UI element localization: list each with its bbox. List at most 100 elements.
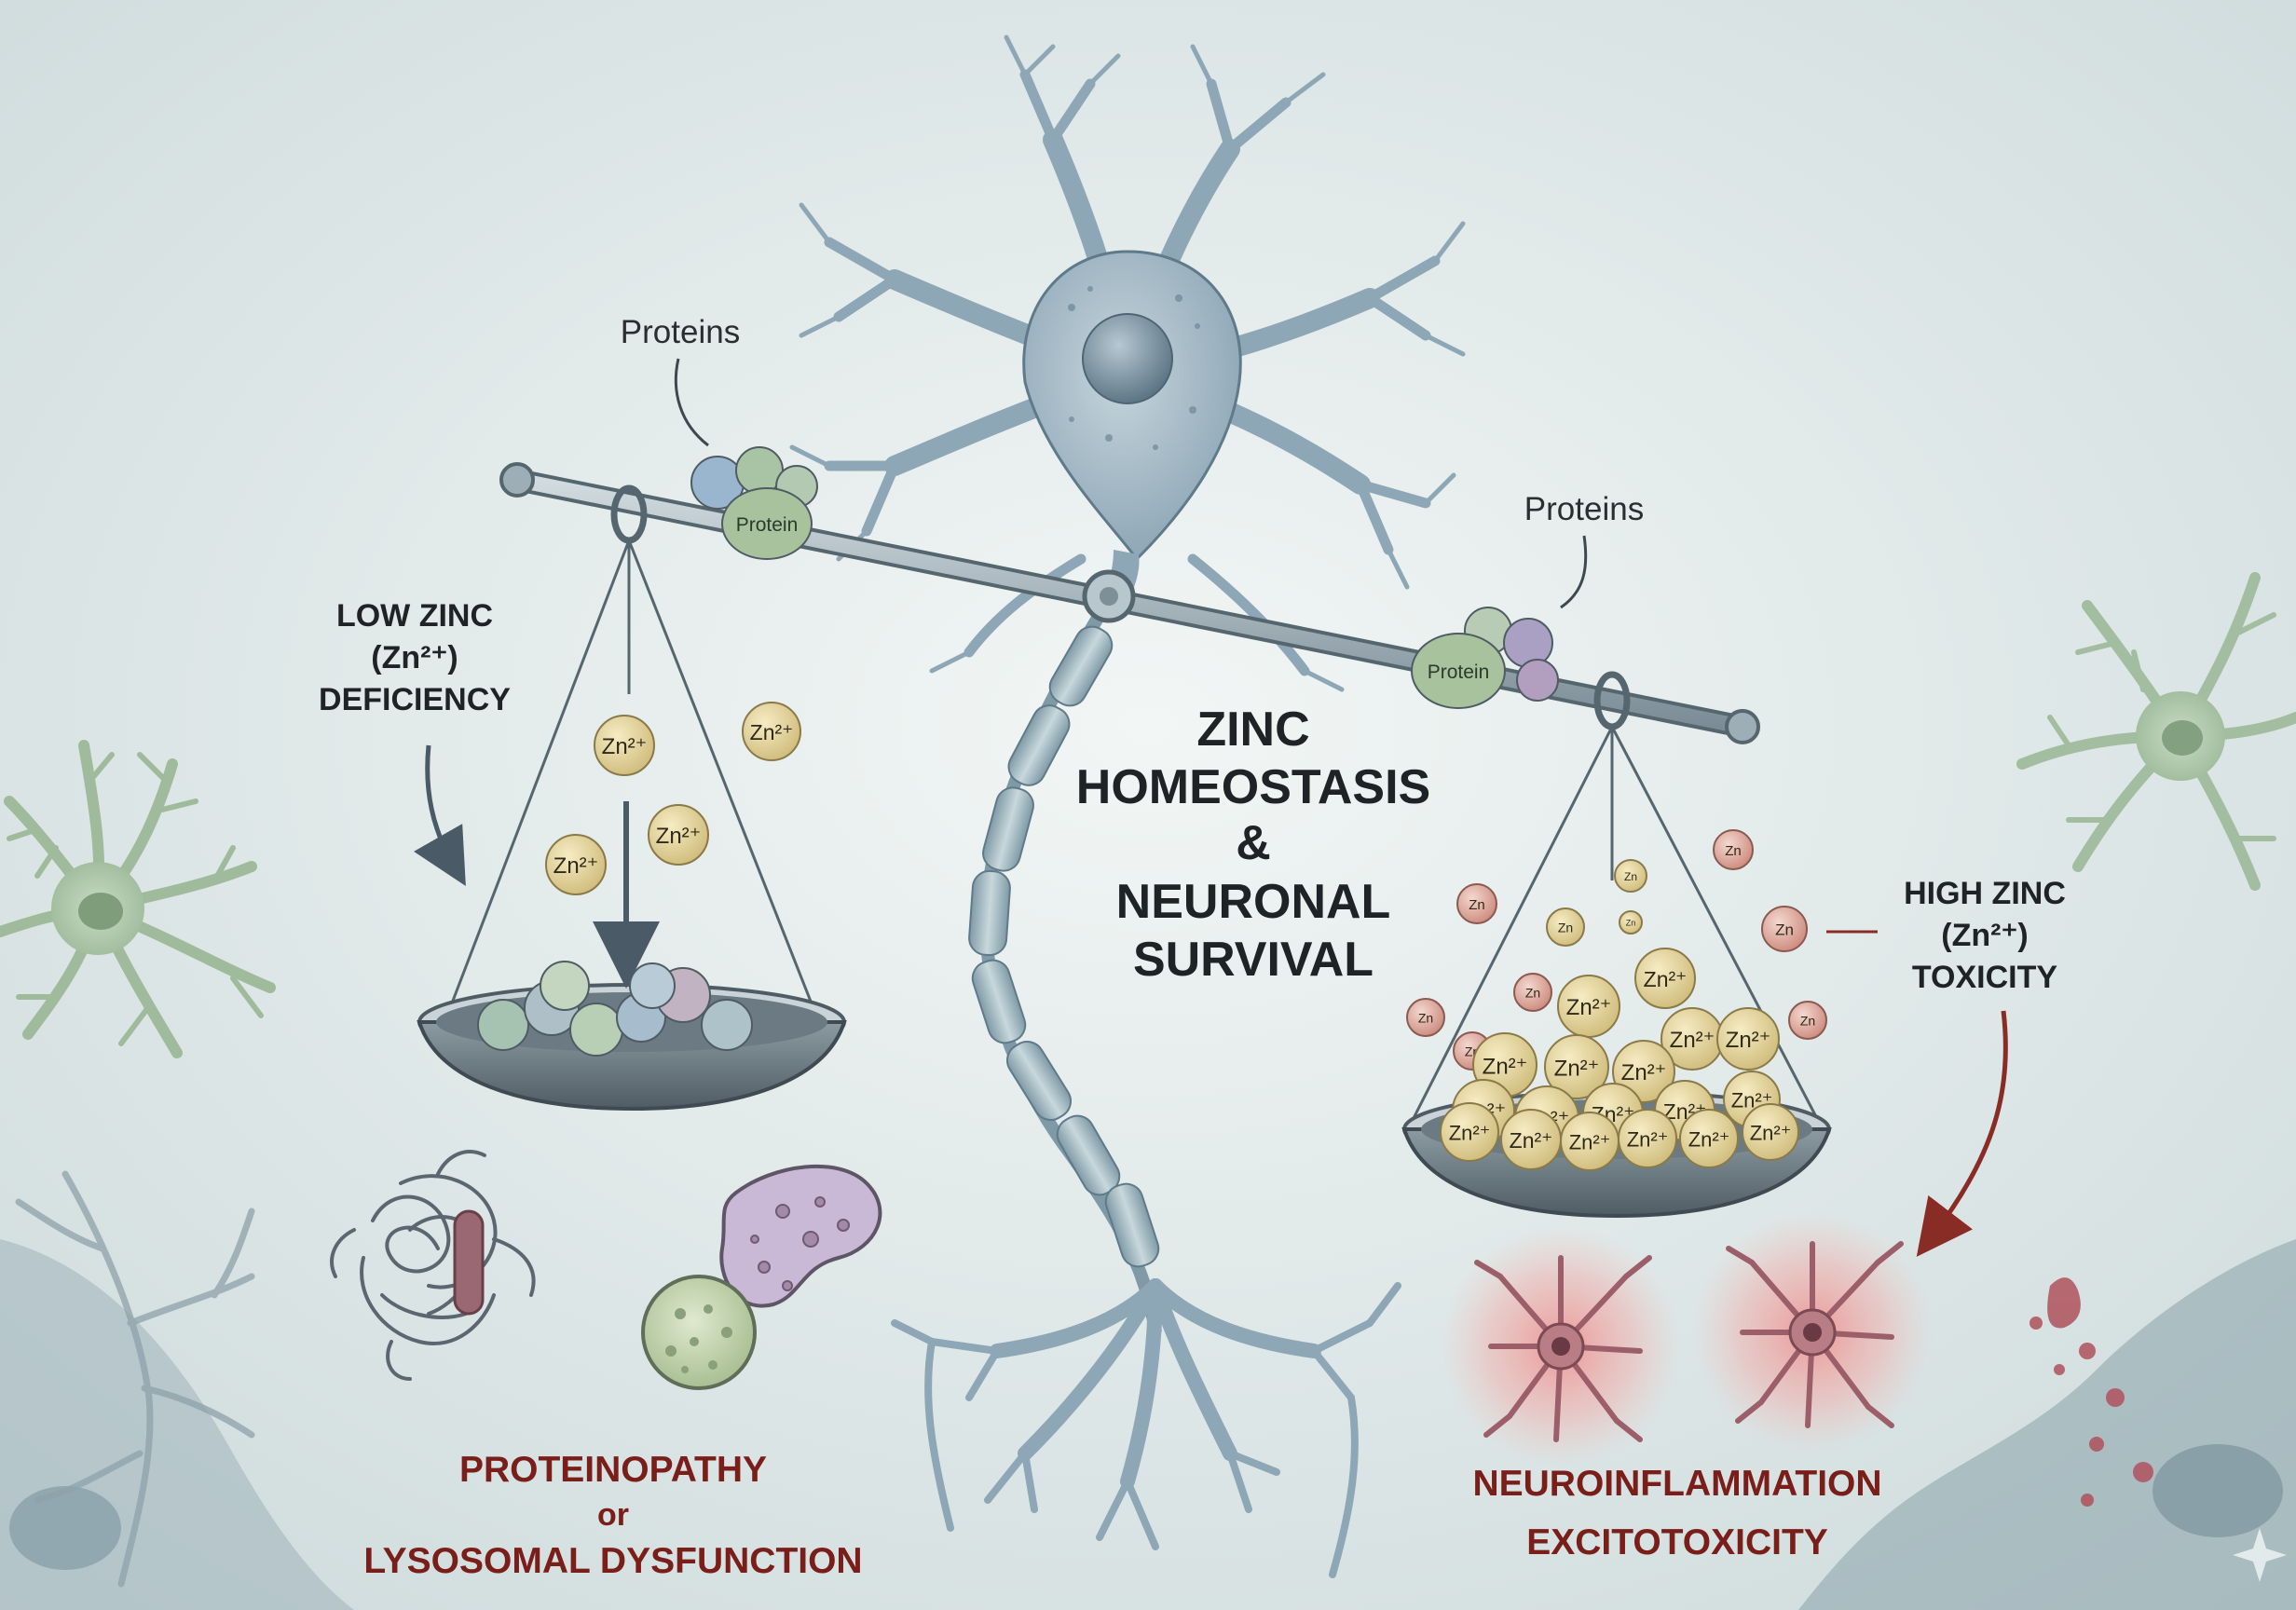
zinc-ion: Zn²⁺ [1440, 1102, 1499, 1162]
zinc-ion: Zn²⁺ [1500, 1109, 1562, 1170]
protein-balls-left [477, 961, 753, 1057]
zinc-ion: Zn²⁺ [648, 804, 709, 866]
zinc-ion: Zn²⁺ [1742, 1103, 1799, 1161]
outcome-left-line2: or [597, 1497, 629, 1533]
neuroinflammation-outcome: NEUROINFLAMMATION EXCITOTOXICITY [1472, 1464, 1881, 1562]
zinc-ion-label: Zn [1558, 921, 1573, 935]
zinc-ion: Zn [1546, 907, 1585, 947]
zinc-ion-label: Zn [1775, 921, 1794, 939]
zinc-ion: Zn²⁺ [545, 834, 607, 895]
zinc-ion-label: Zn²⁺ [1569, 1131, 1611, 1154]
zinc-ion-label: Zn²⁺ [1670, 1028, 1715, 1053]
low-zinc-heading: LOW ZINC (Zn²⁺) DEFICIENCY [319, 598, 511, 717]
soma-organelles [1068, 286, 1200, 450]
zinc-ion: Zn²⁺ [1557, 975, 1620, 1038]
blood-droplets [2030, 1277, 2153, 1507]
zinc-ion: Zn [1456, 883, 1497, 924]
zinc-ion: Zn²⁺ [1716, 1007, 1780, 1071]
pan-chains-right [1407, 726, 1824, 1128]
central-neuron [789, 34, 1466, 1578]
protein-aggregate [330, 1150, 536, 1381]
zinc-ion-label: Zn [1725, 843, 1742, 859]
zinc-ion-label: Zn [1525, 986, 1540, 1001]
zinc-ion-label: Zn²⁺ [1483, 1055, 1528, 1080]
tissue-left-cell [9, 1486, 121, 1570]
zinc-ions-pile-right: Zn²⁺ Zn²⁺ Zn²⁺ Zn²⁺ Zn²⁺ Zn²⁺ Zn²⁺ Zn²⁺ Zn²⁺ Zn²⁺… [1440, 948, 1799, 1171]
pan-chains-left [444, 539, 820, 1021]
zinc-ion-label: Zn [1800, 1014, 1815, 1029]
protein-cluster-right: Protein [1411, 607, 1559, 709]
title-line1: ZINC [1196, 703, 1309, 757]
arrow-high-zinc [1916, 1010, 2008, 1257]
zinc-ion-label: Zn²⁺ [656, 824, 702, 849]
zinc-ion: Zn [1713, 829, 1754, 870]
axon-terminals [891, 1278, 1401, 1578]
myelin-sheath [968, 625, 1160, 1268]
protein-label-left: Protein [736, 514, 799, 536]
astrocyte-right [2016, 572, 2296, 891]
outcome-left-line3: LYSOSOMAL DYSFUNCTION [363, 1541, 862, 1581]
zinc-ions-left: Zn²⁺ Zn²⁺ Zn²⁺ Zn²⁺ [545, 702, 801, 895]
title-line5: SURVIVAL [1133, 933, 1374, 987]
low-zinc-heading-line3: DEFICIENCY [319, 682, 511, 717]
zinc-ion-label: Zn²⁺ [1510, 1128, 1553, 1153]
zinc-ion-label: Zn [1469, 897, 1485, 913]
zinc-ion: Zn²⁺ [1544, 1034, 1609, 1099]
proteinopathy-outcome: PROTEINOPATHY or LYSOSOMAL DYSFUNCTION [363, 1450, 862, 1581]
proteins-callout-left: Proteins [621, 314, 740, 350]
zinc-ion-label: Zn [1624, 870, 1637, 883]
callout-line-left [674, 358, 709, 447]
zinc-ion: Zn [1614, 859, 1647, 893]
page-title: ZINC HOMEOSTASIS & NEURONAL SURVIVAL [1076, 703, 1430, 987]
high-zinc-heading-line2: (Zn²⁺) [1941, 918, 2028, 953]
zinc-ion-label: Zn²⁺ [554, 853, 599, 879]
zinc-ion: Zn [1788, 1001, 1827, 1040]
zinc-ion-label: Zn²⁺ [1566, 995, 1612, 1020]
callout-line-right [1560, 535, 1588, 609]
zinc-ion-label: Zn²⁺ [1726, 1028, 1771, 1053]
zinc-ion-label: Zn [1626, 918, 1636, 927]
zinc-ion-label: Zn²⁺ [750, 720, 794, 744]
low-zinc-heading-line2: (Zn²⁺) [371, 640, 458, 675]
high-zinc-heading-line3: TOXICITY [1912, 960, 2057, 995]
zinc-ion: Zn [1761, 906, 1808, 952]
low-zinc-heading-line1: LOW ZINC [336, 598, 493, 634]
tissue-right-cell [2152, 1444, 2283, 1537]
proteins-callout-right: Proteins [1524, 491, 1644, 527]
title-line2: HOMEOSTASIS [1076, 760, 1430, 814]
arrow-low-zinc [414, 744, 466, 887]
outcome-right-line1: NEUROINFLAMMATION [1472, 1464, 1881, 1504]
title-line4: NEURONAL [1116, 875, 1391, 929]
zinc-ion-label: Zn²⁺ [1750, 1121, 1792, 1144]
outcome-left-line1: PROTEINOPATHY [459, 1450, 767, 1490]
zinc-ion: Zn²⁺ [1560, 1112, 1620, 1171]
inflamed-cells [1440, 1211, 1934, 1467]
zinc-ion: Zn²⁺ [1679, 1109, 1739, 1168]
zinc-ion: Zn [1406, 998, 1445, 1037]
inflamed-cell-right [1691, 1211, 1934, 1453]
zinc-ion: Zn²⁺ [1660, 1007, 1724, 1071]
protein-cluster-left: Protein [690, 446, 818, 560]
beam-end-right [1725, 709, 1760, 744]
pivot-center [1100, 587, 1118, 606]
zinc-ion-label: Zn²⁺ [1644, 967, 1688, 991]
zinc-ion-label: Zn²⁺ [1449, 1122, 1491, 1145]
title-line3: & [1236, 816, 1271, 870]
zinc-ion: Zn [1619, 910, 1643, 935]
lysosome-bean [719, 1164, 882, 1308]
zinc-ion-label: Zn²⁺ [1627, 1128, 1669, 1152]
zinc-ion: Zn [1513, 973, 1552, 1012]
vesicle-round [641, 1275, 757, 1390]
zinc-ion: Zn²⁺ [1634, 948, 1696, 1009]
outcome-right-line2: EXCITOTOXICITY [1526, 1522, 1828, 1562]
protein-label-right: Protein [1428, 662, 1490, 683]
inflamed-cell-left [1440, 1225, 1682, 1467]
zinc-ion: Zn²⁺ [1618, 1109, 1677, 1168]
dendrite-bottom-left [15, 1170, 255, 1588]
zinc-ion: Zn²⁺ [742, 702, 801, 761]
beam-end-left [499, 462, 535, 498]
zinc-ion: Zn²⁺ [594, 715, 655, 776]
